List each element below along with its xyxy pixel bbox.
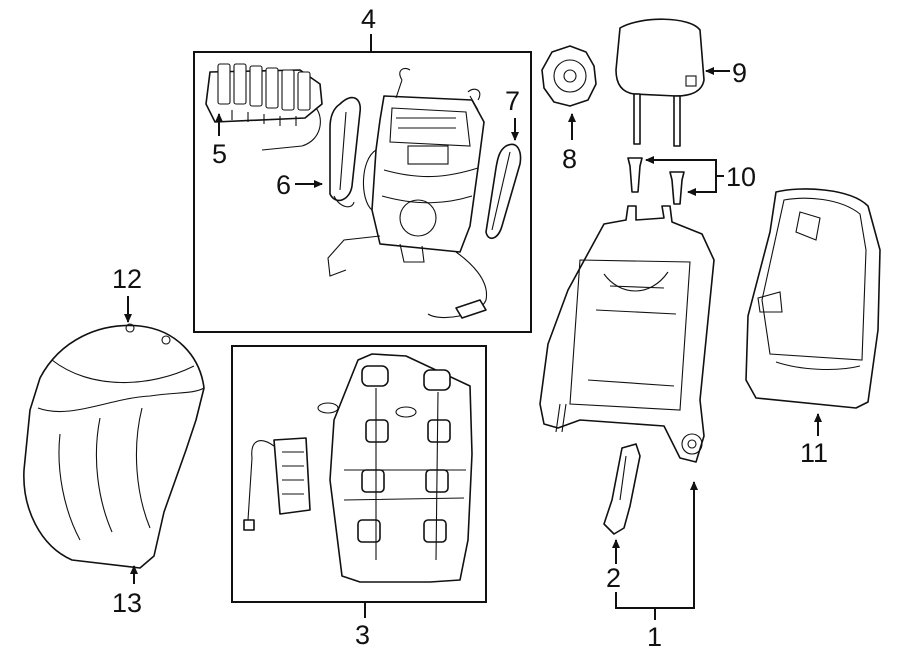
recliner-link: [603, 443, 641, 535]
callout-box-4: [193, 51, 532, 333]
heater-control-module: [243, 437, 311, 531]
callout-6: 6: [276, 170, 291, 200]
headrest-guides: [627, 157, 685, 205]
callout-12: 12: [112, 264, 142, 294]
recliner-cover: [541, 45, 597, 107]
callout-2: 2: [606, 563, 621, 593]
callout-box-3: [231, 345, 487, 603]
callout-4: 4: [361, 4, 376, 34]
callout-7: 7: [505, 86, 520, 116]
callout-9: 9: [732, 58, 747, 88]
seat-back-adjuster-assembly: [327, 67, 488, 319]
callout-3: 3: [355, 620, 370, 650]
callout-8: 8: [562, 144, 577, 174]
callout-5: 5: [212, 139, 227, 169]
seat-back-frame: [539, 205, 715, 463]
side-bolster-bladder: [485, 143, 522, 239]
headrest: [615, 18, 705, 147]
seat-switch-module: [205, 63, 323, 151]
seat-back-rear-panel: [745, 188, 881, 409]
callout-10: 10: [726, 162, 756, 192]
callout-13: 13: [112, 588, 142, 618]
callout-11: 11: [800, 438, 828, 468]
seat-heater-mat: [317, 353, 473, 583]
callout-1: 1: [647, 622, 662, 652]
seat-back-cover: [23, 323, 205, 569]
lumbar-bladder: [329, 96, 362, 208]
